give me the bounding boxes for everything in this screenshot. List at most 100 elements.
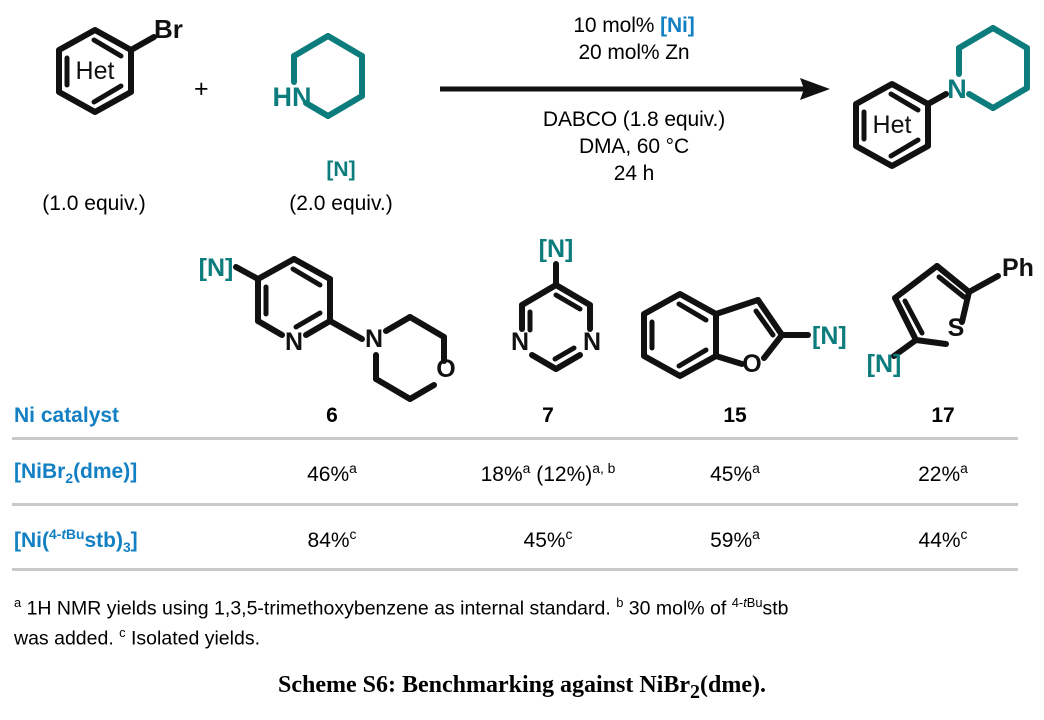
product-svg: Het N [853, 25, 1030, 169]
cell-note: c [565, 526, 573, 542]
row-label-sub: 3 [122, 539, 131, 556]
cell-value: 45% [710, 463, 753, 486]
reaction-arrow [440, 78, 830, 100]
row-label-post: ] [130, 529, 138, 552]
column-header-7: 7 [542, 404, 554, 427]
pyridine-n-label: N [285, 328, 303, 356]
substrate-6-structure: N [N] N O [196, 246, 486, 402]
pyrimidine-n3-label: N [583, 328, 601, 356]
substrate-15-n-tag: [N] [812, 322, 847, 350]
footnote-b-text-pre: 30 mol% of [623, 597, 732, 620]
footnote-a-text: 1H NMR yields using 1,3,5-trimethoxybenz… [21, 597, 617, 620]
cell-note: a [349, 460, 357, 476]
substrate-17-n-tag: [N] [867, 350, 902, 378]
footnote-line2-pre: was added. [14, 627, 120, 650]
row-label-pre: [Ni( [14, 529, 49, 552]
cell-note: a [522, 460, 531, 476]
cell-value: 46% [307, 463, 350, 486]
row-label-pre: [NiBr [14, 460, 66, 483]
row-label-nibr2dme: [NiBr2(dme)] [14, 460, 137, 486]
row-label-sub: 2 [65, 470, 74, 487]
cell-value: 59% [710, 529, 753, 552]
row-label-nistb3: [Ni(4-tBustb)3] [14, 526, 138, 555]
footnote-marker-b: b [616, 595, 624, 610]
footnote-marker-a: a [14, 595, 22, 610]
substrate-15-svg: O [N] [641, 291, 847, 379]
br-label: Br [154, 14, 183, 44]
morpholine-o-label: O [436, 355, 455, 383]
het-label-product: Het [873, 111, 912, 139]
ni-catalyst-tag: [Ni] [660, 14, 695, 37]
substrate-7-n-tag: [N] [539, 235, 574, 263]
reactant-2-tag: [N] [326, 158, 356, 181]
row-label-mid: stb) [84, 529, 123, 552]
tbu-italic-t: t [743, 595, 747, 610]
row-label-sup: 4-tBu [49, 526, 85, 542]
reactant-2-structure: HN [256, 10, 426, 140]
scheme-caption: Scheme S6: Benchmarking against NiBr2(dm… [0, 672, 1044, 704]
cell-value: 44% [918, 529, 961, 552]
conditions-below-line-1: DABCO (1.8 equiv.) [542, 108, 726, 131]
product-structure: Het N [836, 8, 1044, 188]
tbu-italic-t: t [61, 526, 66, 542]
footnote-c-text: Isolated yields. [125, 627, 260, 650]
conditions-above-line-2: 20 mol% Zn [578, 41, 690, 64]
substrate-6-svg: N [N] N O [199, 254, 456, 402]
footnote-line-1: a 1H NMR yields using 1,3,5-trimethoxybe… [14, 588, 789, 624]
ph-label: Ph [1002, 254, 1034, 282]
reactant-2-equivalents: (2.0 equiv.) [289, 192, 393, 215]
cell-note: a [752, 460, 760, 476]
aryl-bromide-svg: Het Br [56, 14, 183, 115]
substrate-15-structure: O [N] [632, 278, 847, 388]
conditions-below-line-3: 24 h [613, 162, 655, 185]
reactant-1-structure: Het Br [14, 12, 183, 152]
het-label-reactant: Het [76, 57, 115, 85]
caption-suffix: (dme). [700, 672, 766, 698]
cell-value: 84% [307, 529, 350, 552]
benzofuran-o-label: O [742, 350, 761, 378]
substrate-17-structure: S Ph [N] [838, 244, 1038, 394]
substrate-17-svg: S Ph [N] [867, 254, 1034, 378]
cell-r0-c3: 22%a [893, 460, 993, 487]
table-corner-label: Ni catalyst [14, 404, 120, 427]
hn-label: HN [273, 82, 312, 112]
table-rule-top [12, 437, 1018, 440]
caption-prefix: Scheme S6: Benchmarking against NiBr [278, 672, 691, 698]
cell-r0-c2: 45%a [685, 460, 785, 487]
cell-r1-c0: 84%c [282, 526, 382, 553]
morpholine-n-label: N [365, 325, 383, 353]
substrate-7-structure: N N [N] [486, 235, 626, 398]
cell-note: a [752, 526, 760, 542]
cell-r1-c1: 45%c [498, 526, 598, 553]
cell-note: a [960, 460, 968, 476]
plus-sign: + [194, 75, 209, 103]
thiophene-s-label: S [948, 314, 965, 342]
footnote-line-2: was added. c Isolated yields. [14, 618, 260, 654]
footnote-b-text-post: stb [762, 597, 789, 620]
column-header-6: 6 [326, 404, 338, 427]
column-header-15: 15 [723, 404, 747, 427]
footnote-marker-c: c [119, 625, 126, 640]
pyrimidine-n1-label: N [511, 328, 529, 356]
column-header-17: 17 [931, 404, 955, 427]
cell-paren-value: (12%) [536, 463, 593, 486]
table-rule-bottom [12, 568, 1018, 571]
product-n-label: N [947, 74, 967, 104]
cell-r0-c0: 46%a [282, 460, 382, 487]
reaction-arrow-svg [440, 78, 830, 100]
cell-value: 22% [918, 463, 961, 486]
reactant-1-equivalents: (1.0 equiv.) [42, 192, 146, 215]
piperidine-svg: HN [273, 33, 365, 119]
cell-r0-c1: 18%a (12%)a, b [448, 460, 648, 487]
cell-value: 18% [480, 463, 523, 486]
cell-note: c [349, 526, 357, 542]
row-label-post: (dme)] [73, 460, 138, 483]
cell-value: 45% [523, 529, 566, 552]
catalyst-loading-text: 10 mol% [573, 14, 661, 37]
substrate-7-svg: N N [N] [511, 235, 601, 372]
substrate-6-n-tag: [N] [199, 254, 234, 282]
cell-r1-c3: 44%c [893, 526, 993, 553]
cell-paren-note: a, b [592, 460, 616, 476]
table-rule-middle [12, 503, 1018, 506]
footnote-b-sup: 4-tBu [731, 595, 763, 610]
